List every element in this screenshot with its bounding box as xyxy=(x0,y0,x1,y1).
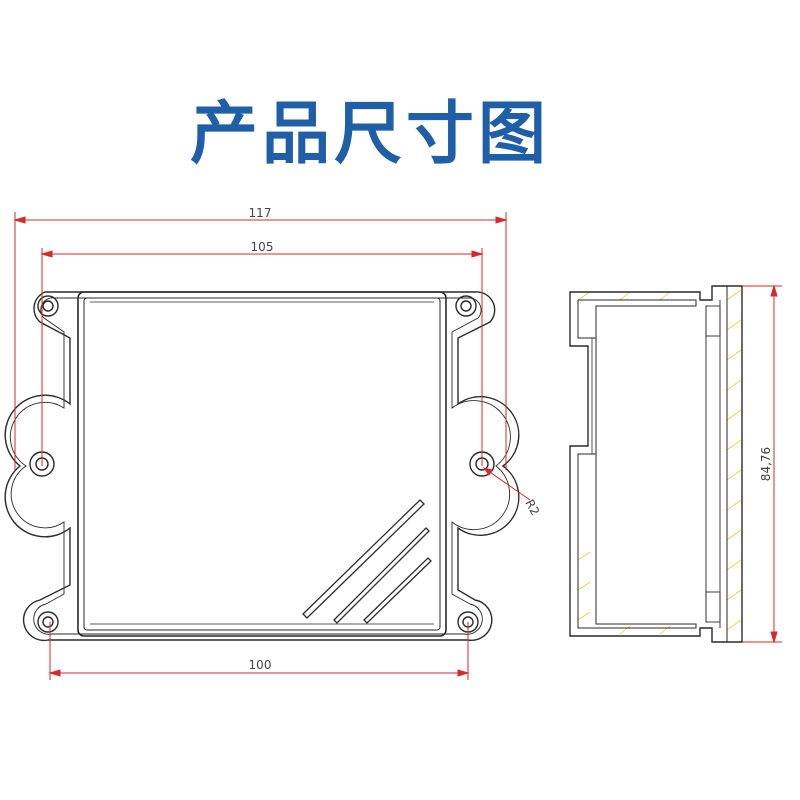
page-title: 产品尺寸图 xyxy=(189,95,550,174)
mount-hole-bottom-left xyxy=(37,611,59,633)
dim-label-height: 84,76 xyxy=(759,447,773,481)
side-latch-top xyxy=(705,305,721,337)
front-dimensions xyxy=(13,212,531,680)
front-lid-inner xyxy=(83,297,441,631)
dim-label-r2: R2 xyxy=(522,497,542,518)
front-view xyxy=(4,291,520,642)
side-shell-outer xyxy=(569,285,743,643)
dim-label-105: 105 xyxy=(251,240,274,254)
mount-hole-top-right xyxy=(455,295,477,317)
mount-hole-top-left xyxy=(37,295,59,317)
front-lid-outer xyxy=(77,291,447,637)
front-flange-outline xyxy=(4,291,520,642)
dim-label-100: 100 xyxy=(249,658,272,672)
side-latch-bottom xyxy=(705,591,721,623)
side-view-hatching xyxy=(577,289,742,635)
side-shell-inner xyxy=(577,299,697,629)
front-flange-inner-line xyxy=(9,297,511,635)
dim-label-117: 117 xyxy=(249,206,272,220)
side-dimensions xyxy=(742,284,782,644)
side-view xyxy=(569,285,743,643)
lid-glare-lines xyxy=(302,499,432,624)
